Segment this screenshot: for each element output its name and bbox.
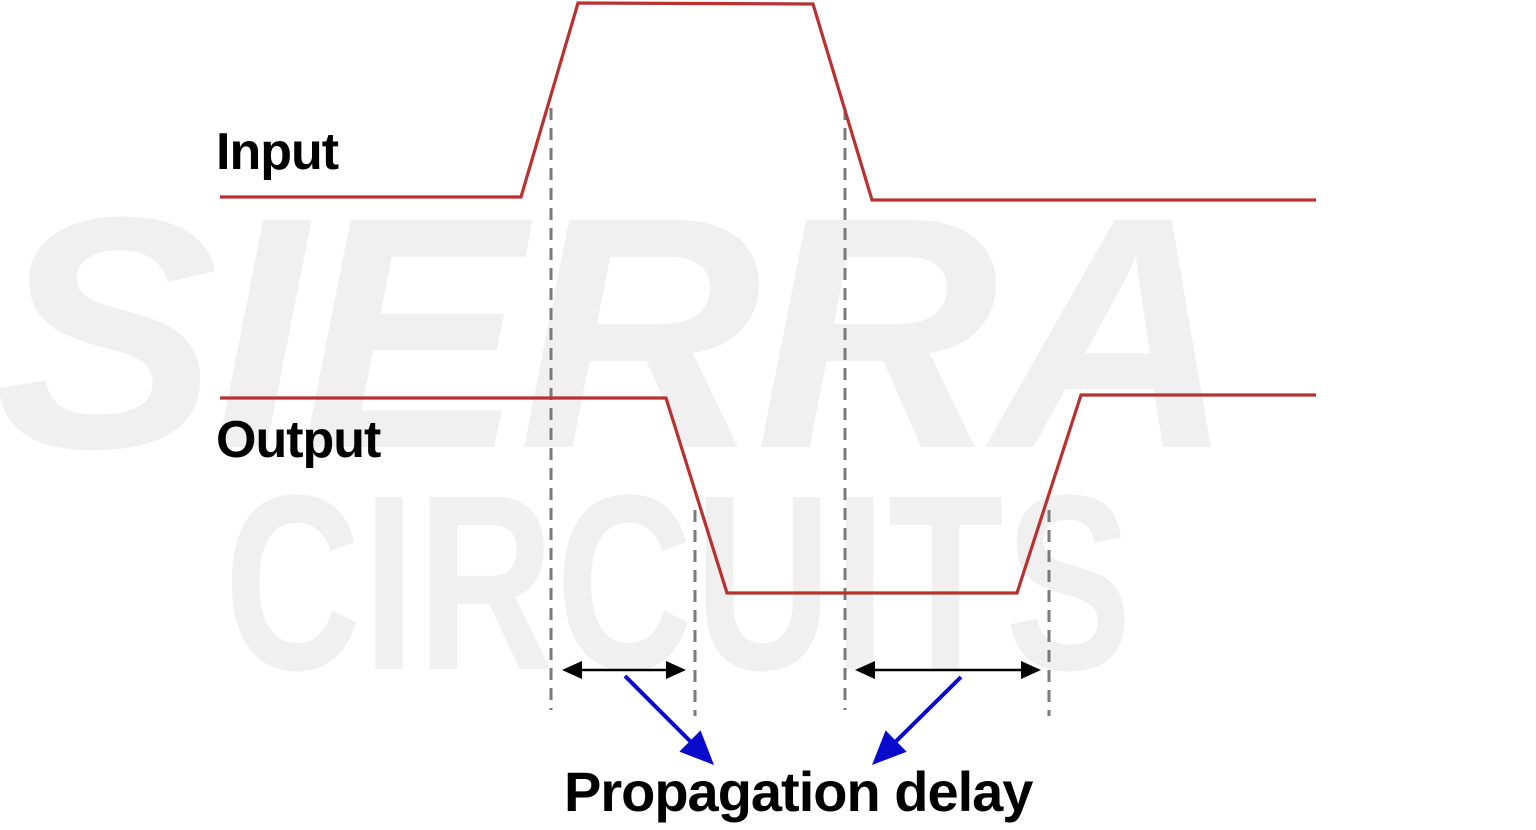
arrowhead-left-icon xyxy=(855,661,875,679)
reference-dashed-lines xyxy=(549,108,1051,716)
input-waveform xyxy=(220,1,1316,202)
propagation-delay-label: Propagation delay xyxy=(564,760,1033,823)
delay-pointer-arrows xyxy=(623,674,963,765)
delay-measure-arrows xyxy=(562,661,1041,679)
arrowhead-right-icon xyxy=(1021,661,1041,679)
watermark-sierra: SIERRA xyxy=(0,148,1235,517)
signal-waveforms xyxy=(220,1,1316,595)
output-label: Output xyxy=(216,411,381,469)
watermark-circuits: CIRCUITS xyxy=(224,443,1134,722)
arrowhead-icon xyxy=(679,730,714,765)
arrowhead-left-icon xyxy=(562,661,582,679)
arrowhead-icon xyxy=(872,730,907,765)
output-waveform xyxy=(220,393,1316,595)
input-label: Input xyxy=(216,123,339,181)
arrow-pointer-right xyxy=(872,675,963,765)
arrowhead-right-icon xyxy=(666,661,686,679)
double-arrow-tplh-delay xyxy=(855,661,1041,679)
double-arrow-tphl-delay xyxy=(562,661,686,679)
arrow-pointer-left xyxy=(623,674,714,765)
